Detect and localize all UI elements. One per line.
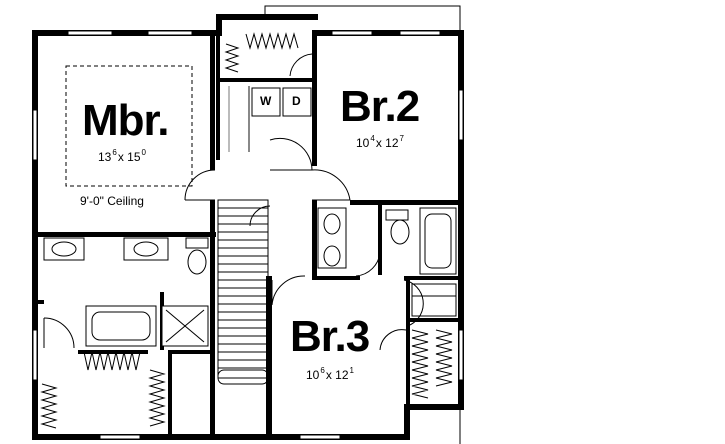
br2-length-ft: 12	[385, 136, 399, 150]
laundry-appliances	[228, 86, 312, 152]
bedroom-2-dimensions: 104x 127	[356, 134, 405, 150]
br2-width-ft: 10	[356, 136, 370, 150]
linen-closet	[411, 283, 457, 317]
closet-hangers	[40, 32, 453, 429]
master-bedroom-name: Mbr.	[82, 96, 169, 145]
bedroom-2-name: Br.2	[340, 82, 420, 131]
master-bedroom-dimensions: 136x 150	[98, 148, 147, 164]
bedroom-3-dimensions: 106x 121	[306, 366, 355, 382]
br3-length-in: 1	[349, 366, 354, 375]
dryer-label: D	[292, 94, 301, 108]
dim-separator: x	[117, 150, 124, 164]
master-width-in: 6	[112, 148, 117, 157]
bath-fixtures	[43, 207, 457, 347]
br3-width-ft: 10	[306, 368, 320, 382]
ceiling-tray	[65, 65, 193, 187]
master-length-ft: 15	[127, 150, 141, 164]
upper-outline	[264, 5, 461, 444]
master-width-ft: 13	[98, 150, 112, 164]
dim-separator: x	[375, 136, 382, 150]
br3-length-ft: 12	[335, 368, 349, 382]
master-length-in: 0	[141, 148, 146, 157]
dim-separator: x	[325, 368, 332, 382]
exterior-walls	[32, 14, 464, 440]
washer-label: W	[260, 94, 272, 108]
br2-length-in: 7	[399, 134, 404, 143]
stairs	[217, 199, 269, 385]
door-swings	[43, 53, 424, 351]
windows	[32, 30, 464, 440]
bedroom-3-name: Br.3	[290, 312, 370, 361]
br2-width-in: 4	[370, 134, 375, 143]
master-ceiling-note: 9'-0" Ceiling	[80, 194, 144, 208]
br3-width-in: 6	[320, 366, 325, 375]
interior-walls	[38, 36, 460, 438]
